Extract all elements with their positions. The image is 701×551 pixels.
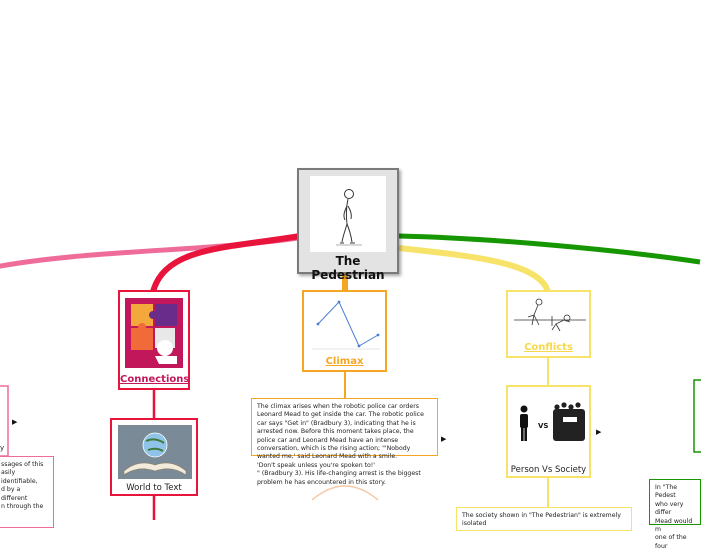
right-note-partial[interactable]: In "The Pedest who very differ Mead woul… (649, 479, 701, 550)
left-node-arrow-icon[interactable]: ▶ (12, 418, 18, 426)
connector-orange-lower (311, 485, 379, 501)
left-fragment-text: y (0, 444, 5, 452)
walking-man-image (310, 176, 386, 252)
left-note-partial[interactable]: ssages of this asily identifiable, d by … (0, 456, 54, 528)
branch-green (398, 233, 701, 265)
subtopic-world-to-text-label: World to Text (126, 483, 182, 493)
society-note[interactable]: The society shown in "The Pedestrian" is… (456, 507, 632, 531)
branch-red (150, 233, 301, 293)
tug-of-war-icon (514, 298, 586, 332)
climax-note-arrow-icon[interactable]: ▶ (441, 435, 447, 443)
topic-connections[interactable]: Connections (118, 290, 190, 390)
topic-connections-label: Connections (120, 374, 190, 385)
right-node-partial[interactable] (693, 379, 701, 453)
puzzle-pieces-icon (125, 298, 183, 368)
topic-climax[interactable]: Climax (302, 290, 387, 372)
topic-conflicts[interactable]: Conflicts (506, 290, 591, 358)
topic-climax-label: Climax (325, 356, 364, 367)
person-vs-crowd-icon: VS (520, 402, 585, 441)
subtopic-person-vs-society-label: Person Vs Society (510, 465, 587, 475)
topic-conflicts-label: Conflicts (524, 342, 573, 353)
central-title: The Pedestrian (311, 254, 385, 282)
svg-text:VS: VS (538, 422, 548, 430)
person-vs-society-arrow-icon[interactable]: ▶ (596, 428, 602, 436)
line-chart-icon (312, 300, 380, 350)
central-topic-the-pedestrian[interactable]: The Pedestrian (297, 168, 399, 282)
climax-note[interactable]: The climax arises when the robotic polic… (251, 398, 438, 486)
walking-man-icon (336, 189, 362, 246)
subtopic-world-to-text[interactable]: World to Text (110, 418, 198, 496)
open-book-globe-icon (118, 425, 192, 479)
subtopic-person-vs-society[interactable]: VS Person Vs Society (506, 385, 591, 478)
branch-yellow (398, 245, 551, 294)
mind-map-canvas (0, 233, 701, 520)
